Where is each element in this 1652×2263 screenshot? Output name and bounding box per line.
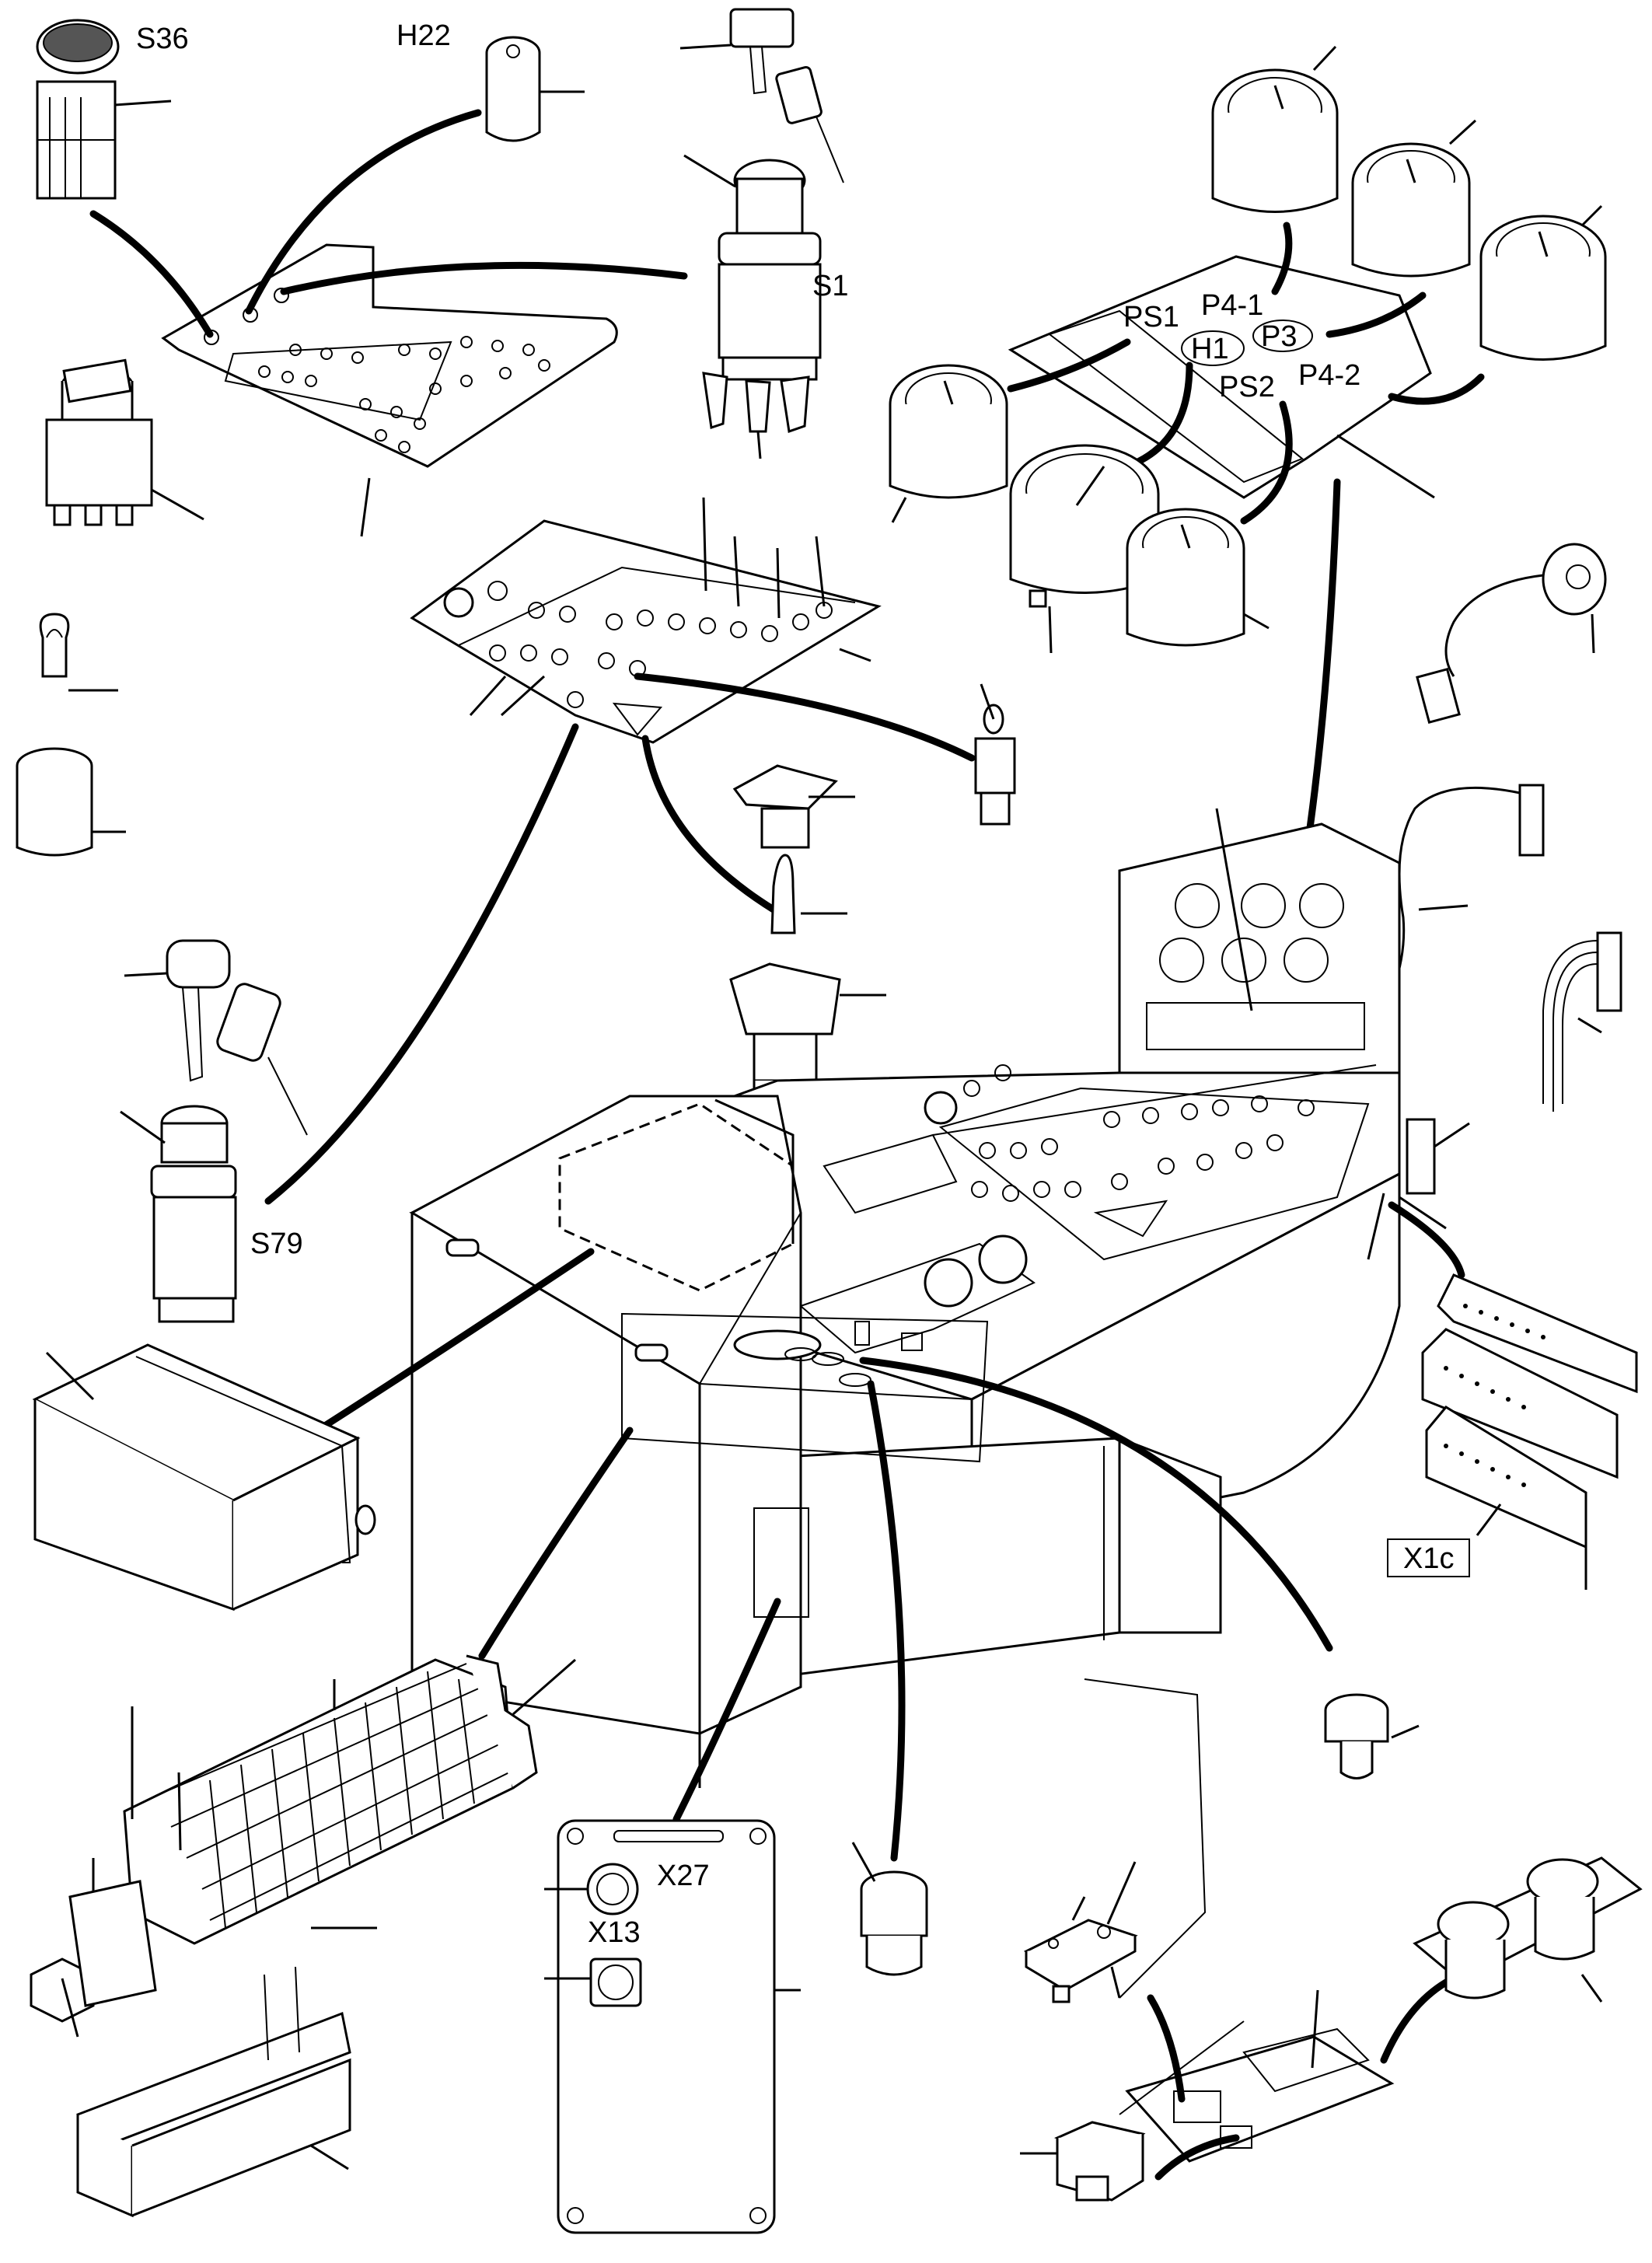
key-switch-s1 [683, 154, 822, 381]
callout-arrow-x1c [1388, 1201, 1465, 1279]
callout-arrow-socket-right [859, 1357, 1333, 1652]
label-ps1: PS1 [1123, 301, 1179, 334]
label-x13: X13 [588, 1916, 641, 1949]
cable-duct [76, 1966, 351, 2218]
mounting-plate-bottom [1125, 1989, 1395, 2163]
indicator-lamp-h22 [485, 36, 585, 142]
callout-arrow-gauge-3 [1388, 373, 1485, 405]
callout-arrow-display [295, 1248, 595, 1446]
connector-plate [557, 1819, 801, 2234]
emergency-stop-button-s36 [36, 19, 172, 200]
callout-arrow-gauge-2 [1325, 292, 1427, 338]
outline-bracket [1084, 1678, 1207, 1999]
center-switch-panel [410, 497, 882, 744]
connector-x13 [544, 1957, 642, 2007]
label-p3: P3 [1261, 320, 1297, 353]
callout-arrow-s1 [280, 261, 688, 295]
callout-arrow-plate [672, 1598, 781, 1823]
label-s1: S1 [812, 270, 848, 302]
gauge-top-1 [1211, 45, 1339, 213]
control-cabinet-casing [410, 1095, 989, 1788]
key-switch-s79 [120, 1105, 237, 1323]
label-s79: S79 [250, 1228, 303, 1260]
label-h1: H1 [1191, 333, 1229, 365]
toggle-switch [974, 683, 1016, 826]
bulb-center [770, 854, 847, 934]
label-s36: S36 [136, 23, 189, 55]
label-p4-1: P4-1 [1201, 289, 1263, 322]
label-h22: H22 [396, 19, 451, 52]
label-x1c: X1c [1403, 1542, 1454, 1575]
terminal-block-rail [92, 1654, 576, 1945]
callout-arrow-gauge-5 [1123, 361, 1193, 470]
rocker-switch-cap [732, 764, 855, 849]
multi-pin-connector-x1c [1421, 1273, 1638, 1590]
label-ps2: PS2 [1219, 371, 1275, 403]
key-pair-top [679, 8, 844, 183]
gauge-middle-center [1009, 444, 1160, 654]
callout-arrow-terminals [478, 1427, 634, 1660]
callout-arrow-square-switch [1154, 2134, 1240, 2181]
callout-arrow-h22 [245, 109, 482, 315]
terminal-end-clamp [30, 1880, 157, 2038]
switch-panel-plate-top-left [161, 243, 618, 537]
label-h1-ring [1181, 330, 1245, 366]
callout-arrow-panel-to-dash [1302, 478, 1341, 859]
sensor-cable-right-top [1416, 543, 1607, 724]
power-socket-bottom [851, 1842, 928, 1976]
callout-arrow-gauge-1 [1271, 222, 1293, 295]
wire-harness-right [1542, 931, 1622, 1112]
power-socket-right [1324, 1693, 1420, 1779]
display-unit [32, 1343, 376, 1612]
label-x27: X27 [657, 1860, 710, 1892]
gauge-middle-left [889, 364, 1008, 523]
rotary-switch-pair [1413, 1856, 1643, 2003]
callout-arrow-gauge-4 [1007, 338, 1131, 393]
gauge-middle-right [1126, 508, 1270, 647]
cable-connector-right [1381, 784, 1545, 1059]
gauge-top-3 [1479, 204, 1607, 361]
square-switch-bottom [1020, 2121, 1146, 2202]
switch-module-small [1023, 1861, 1138, 2003]
outline-line-bottom [1119, 2020, 1245, 2115]
callout-arrow-gauge-6 [1240, 400, 1293, 525]
callout-arrow-s79 [264, 723, 579, 1205]
callout-arrow-socket-bottom [867, 1380, 906, 1862]
gauge-panel-plate [1008, 255, 1435, 499]
callout-arrow-mounting-plate [1147, 1994, 1186, 2103]
callout-arrow-bulb-center [641, 735, 777, 913]
display-unit-dashed [558, 1098, 795, 1292]
label-x1c-box [1387, 1538, 1470, 1577]
label-p4-2: P4-2 [1298, 359, 1360, 392]
callout-arrow-toggle [634, 672, 976, 762]
callout-arrow-rotary-pair [1380, 1978, 1450, 2064]
lamp-socket-left [16, 747, 126, 857]
terminal-connectors-s1 [702, 372, 810, 459]
key-pair-left [124, 939, 308, 1136]
label-p3-ring [1252, 320, 1313, 352]
callout-arrow-s36 [89, 210, 214, 338]
rotary-switch-left [45, 358, 204, 526]
bulb-left [39, 613, 118, 692]
gauge-top-2 [1351, 119, 1477, 278]
connector-x27 [544, 1863, 639, 1916]
